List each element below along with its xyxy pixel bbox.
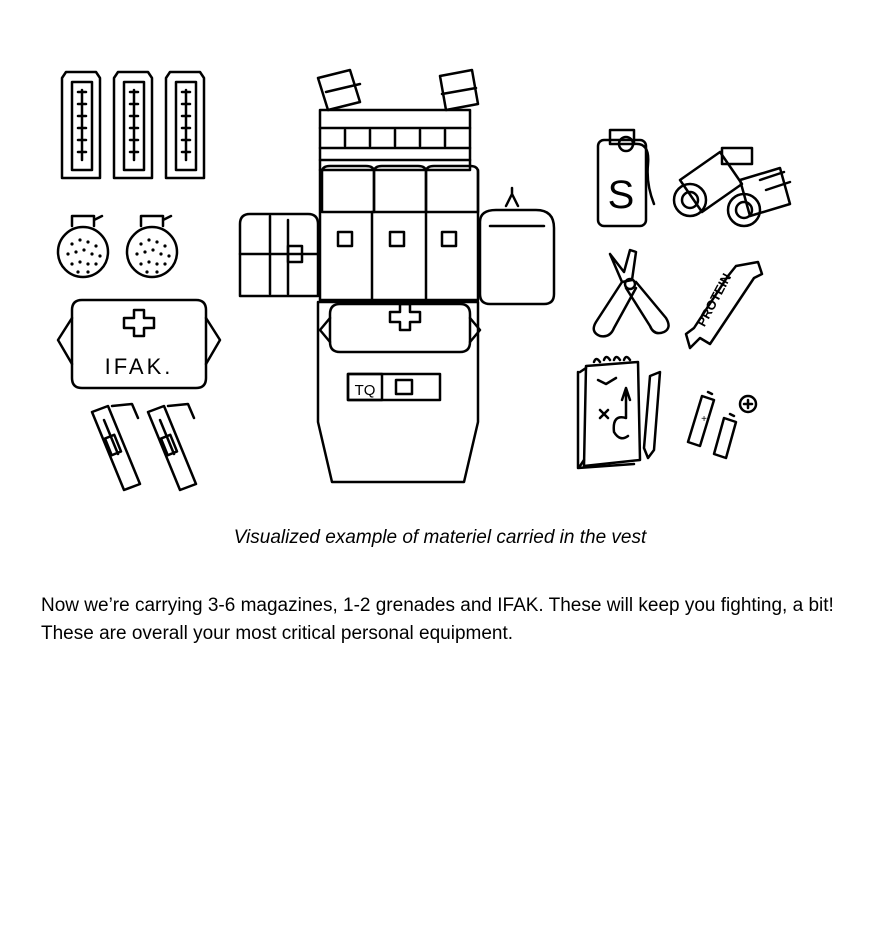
vest-illustration: IFAK. [56, 68, 792, 492]
plate-carrier-vest: TQ [238, 68, 556, 484]
batteries-icon: + [686, 390, 758, 460]
grenade-icon [56, 214, 110, 279]
tourniquet-icon [146, 402, 198, 492]
multitool-icon [592, 248, 670, 338]
protein-label: PROTEIN [694, 271, 734, 329]
smoke-grenade-icon: S [596, 128, 656, 228]
tourniquet-icon [90, 402, 142, 492]
protein-bar-icon: PROTEIN [684, 260, 764, 350]
body-paragraph: Now we’re carrying 3-6 magazines, 1-2 gr… [41, 595, 834, 644]
tq-label: TQ [355, 382, 376, 399]
notebook-icon [576, 355, 662, 470]
magazine-icon [112, 70, 154, 180]
magazine-icon [60, 70, 102, 180]
ifak-pouch-icon: IFAK. [56, 298, 222, 390]
smoke-label: S [608, 173, 635, 217]
grenade-icon [125, 214, 179, 279]
binoculars-icon [672, 146, 792, 228]
magazine-icon [164, 70, 206, 180]
svg-text:+: + [701, 414, 707, 425]
ifak-label: IFAK. [105, 354, 174, 379]
illustration-caption: Visualized example of materiel carried i… [233, 527, 647, 548]
